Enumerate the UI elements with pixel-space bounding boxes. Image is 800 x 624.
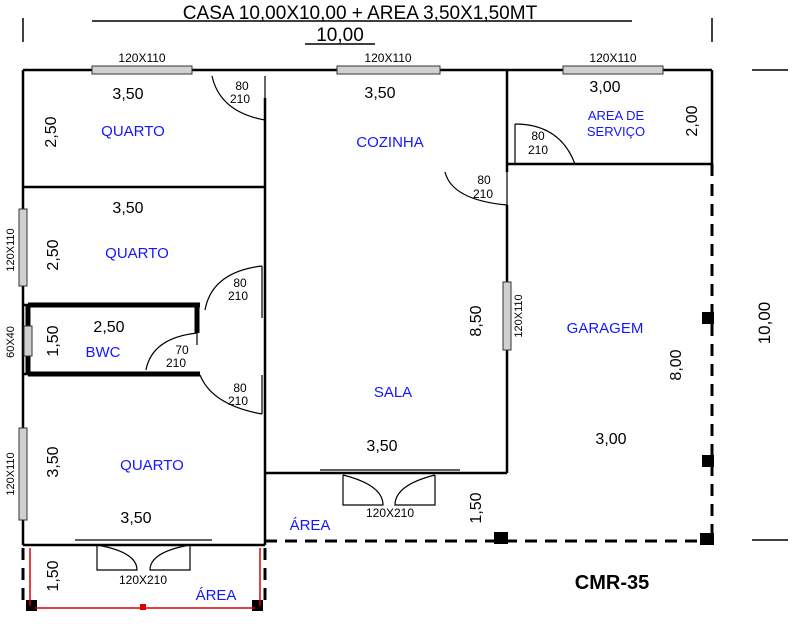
dim-q1-height: 2,50 bbox=[43, 116, 60, 147]
dim-garagem-width: 3,00 bbox=[595, 431, 626, 448]
door2-width: 80 bbox=[233, 276, 247, 290]
bwc-walls bbox=[25, 302, 200, 377]
room-area-servico-1: AREA DE bbox=[588, 108, 645, 123]
room-bwc: BWC bbox=[86, 344, 121, 361]
plan-title: CASA 10,00X10,00 + AREA 3,50X1,50MT bbox=[183, 3, 538, 24]
dim-garagem-front: 1,50 bbox=[468, 492, 485, 523]
window-left-q2 bbox=[18, 208, 28, 287]
window-top-mid bbox=[336, 65, 441, 75]
window-left-bwc bbox=[23, 325, 33, 357]
door6-height: 210 bbox=[528, 143, 548, 157]
window-top-right bbox=[562, 65, 664, 75]
model-code: CMR-35 bbox=[575, 572, 649, 594]
total-height-dim: 10,00 bbox=[755, 302, 774, 345]
dim-sala-width: 3,50 bbox=[366, 438, 397, 455]
window-sala-side-label: 120X110 bbox=[513, 294, 525, 337]
garage-pillars bbox=[26, 312, 714, 611]
door5-height: 210 bbox=[473, 187, 493, 201]
room-garagem: GARAGEM bbox=[567, 320, 644, 337]
door4-height: 210 bbox=[166, 356, 186, 370]
window-top-right-label: 120X110 bbox=[589, 51, 636, 65]
door1-height: 210 bbox=[230, 92, 250, 106]
width-dimension: 10,00 bbox=[316, 25, 364, 46]
windows bbox=[18, 65, 664, 521]
room-area-front: ÁREA bbox=[290, 517, 331, 534]
room-quarto-bottom: QUARTO bbox=[120, 457, 184, 474]
door6-width: 80 bbox=[531, 129, 545, 143]
room-quarto-top: QUARTO bbox=[101, 123, 165, 140]
dim-area-height: 1,50 bbox=[45, 560, 62, 591]
dim-cozinha-width: 3,50 bbox=[364, 85, 395, 102]
door5-width: 80 bbox=[477, 173, 491, 187]
room-area-servico-2: SERVIÇO bbox=[587, 124, 645, 139]
room-area-bottom: ÁREA bbox=[196, 587, 237, 604]
door1-width: 80 bbox=[235, 79, 249, 93]
dim-bwc-height: 1,50 bbox=[45, 325, 62, 356]
window-left-bwc-label: 60X40 bbox=[5, 326, 17, 358]
room-quarto-mid: QUARTO bbox=[105, 245, 169, 262]
dim-sala-height: 8,50 bbox=[468, 305, 485, 336]
window-top-left-label: 120X110 bbox=[118, 51, 165, 65]
door4-width: 70 bbox=[175, 343, 189, 357]
window-left-q3-label: 120X110 bbox=[5, 452, 17, 495]
dim-garagem-height: 8,00 bbox=[668, 349, 685, 380]
dim-q1-width: 3,50 bbox=[112, 86, 143, 103]
area-marker bbox=[140, 604, 146, 610]
dim-bwc-width: 2,50 bbox=[93, 319, 124, 336]
window-left-q2-label: 120X110 bbox=[5, 228, 17, 271]
room-cozinha: COZINHA bbox=[356, 134, 424, 151]
garage-outline bbox=[21, 164, 714, 605]
front-door-sills bbox=[75, 469, 460, 541]
door2-height: 210 bbox=[228, 289, 248, 303]
window-top-left bbox=[91, 65, 193, 75]
dim-q3-height: 3,50 bbox=[45, 446, 62, 477]
window-left-q3 bbox=[18, 427, 28, 521]
dim-servico-width: 3,00 bbox=[589, 79, 620, 96]
door3-width: 80 bbox=[233, 381, 247, 395]
window-sala-side bbox=[502, 281, 512, 351]
dim-q2-height: 2,50 bbox=[45, 239, 62, 270]
front-sala-door-label: 120X210 bbox=[366, 506, 414, 520]
dim-q3-width: 3,50 bbox=[120, 510, 151, 527]
dim-servico-height: 2,00 bbox=[684, 105, 701, 136]
window-top-mid-label: 120X110 bbox=[364, 51, 411, 65]
front-q3-door-label: 120X210 bbox=[119, 573, 167, 587]
dim-q2-width: 3,50 bbox=[112, 200, 143, 217]
door3-height: 210 bbox=[228, 394, 248, 408]
door-swings bbox=[96, 75, 576, 571]
room-sala: SALA bbox=[374, 384, 412, 401]
